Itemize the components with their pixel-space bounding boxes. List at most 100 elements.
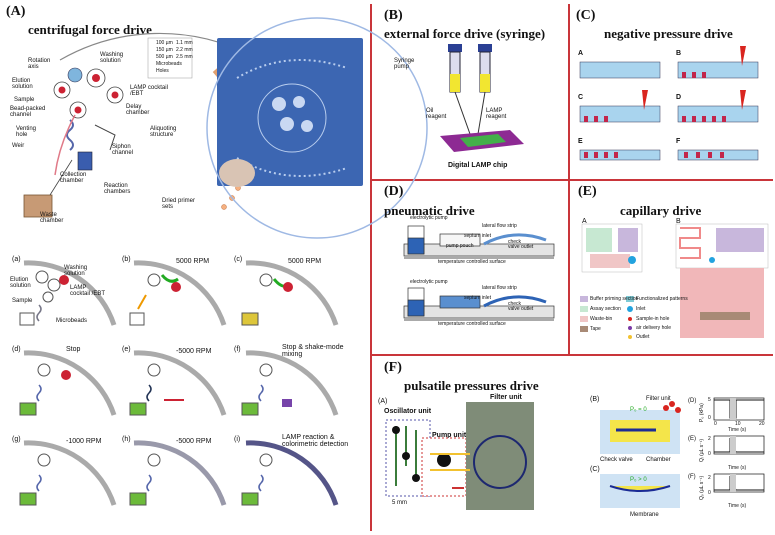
- f-check-valve: Check valve: [600, 457, 633, 463]
- f-p0-pos: P₀ > 0: [630, 477, 647, 483]
- step-a-elution: Elution solution: [10, 277, 31, 289]
- panel-b-title: external force drive (syringe): [384, 26, 546, 41]
- step-b-text: 5000 RPM: [176, 258, 210, 265]
- step-f-graphic: [241, 350, 339, 416]
- e-sub-b: B: [676, 218, 681, 225]
- step-d-graphic: [19, 350, 117, 416]
- f-scale: 5 mm: [392, 500, 407, 506]
- legend-1-1mm: 1.1 mm: [176, 40, 193, 46]
- label-dried: Dried primer sets: [162, 198, 196, 210]
- panel-a-letter: (A): [6, 4, 26, 19]
- c-sub-d: D: [676, 94, 682, 101]
- b-syringe-label: Syringe pump: [394, 58, 415, 70]
- d-surface-1: temperature controlled surface: [438, 259, 506, 265]
- f-plot-d-ybot: 0: [708, 415, 711, 421]
- b-lamp-label: LAMP reagent: [486, 108, 507, 120]
- step-d-text: Stop: [66, 346, 81, 353]
- legend-150um: 150 µm: [156, 47, 173, 53]
- panel-c-title: negative pressure drive: [604, 26, 733, 41]
- f-plot-d-id: (D): [688, 398, 697, 404]
- panel-e-letter: (E): [578, 184, 597, 199]
- f-plot-d-ytop: 5: [708, 397, 711, 403]
- label-venting: Venting hole: [16, 126, 37, 138]
- d-electrolytic-2: electrolytic pump: [410, 279, 448, 285]
- e-legend-air: air delivery hole: [636, 325, 672, 331]
- f-cross-section: [600, 401, 681, 508]
- step-h-graphic: [129, 440, 227, 506]
- divider-h-1: [371, 179, 773, 181]
- f-p0-zero: P₀ = 0: [630, 407, 647, 413]
- e-legend-buffer: Buffer priming section: [590, 296, 639, 302]
- f-chamber: Chamber: [646, 457, 671, 463]
- legend-2-5mm: 2.5 mm: [176, 54, 193, 60]
- e-legend-waste: Waste-bin: [590, 316, 613, 322]
- f-oscillator: Oscillator unit: [384, 408, 432, 415]
- step-d-id: (d): [12, 346, 21, 353]
- c-sub-e: E: [578, 138, 583, 145]
- c-sub-c: C: [578, 94, 584, 101]
- label-bead-channel: Bead-packed channel: [10, 106, 46, 118]
- d-septum-2: septum inlet: [464, 295, 491, 301]
- label-weir: Weir: [12, 143, 25, 149]
- step-i-text: LAMP reaction & colorimetric detection: [282, 434, 349, 448]
- step-c-graphic: [241, 260, 339, 326]
- f-pump-unit: Pump unit: [432, 432, 467, 439]
- step-c-text: 5000 RPM: [288, 258, 322, 265]
- f-filter-unit-2: Filter unit: [646, 396, 671, 402]
- c-sub-f: F: [676, 138, 681, 145]
- label-waste: Waste chamber: [40, 212, 64, 224]
- panel-a-title: centrifugal force drive: [28, 22, 152, 37]
- label-siphon: Siphon channel: [112, 144, 134, 156]
- divider-h-2: [371, 354, 773, 356]
- e-legend-sample-in: Sample-in hole: [636, 316, 670, 322]
- f-sub-b: (B): [590, 396, 600, 403]
- e-legend-assay: Assay section: [590, 306, 621, 312]
- step-a-graphic: [19, 260, 117, 326]
- panel-f-title: pulsatile pressures drive: [404, 378, 539, 393]
- f-sub-a: (A): [378, 398, 388, 405]
- d-lateral-2: lateral flow strip: [482, 285, 517, 291]
- step-c-id: (c): [234, 256, 243, 263]
- f-plot-e-ybot: 0: [708, 451, 711, 457]
- step-g-text: -1000 RPM: [66, 438, 102, 445]
- panel-c-letter: (C): [576, 8, 596, 23]
- panel-e-title: capillary drive: [620, 203, 702, 218]
- label-washing: Washing solution: [100, 52, 124, 64]
- c-sub-a: A: [578, 50, 584, 57]
- panel-e-graphic: [580, 223, 769, 339]
- step-i-graphic: [241, 440, 339, 506]
- d-pouch-1: pump pouch: [446, 243, 474, 249]
- f-plot-d-x20: 20: [759, 421, 765, 427]
- step-i-id: (i): [234, 436, 241, 443]
- legend-500um: 500 µm: [156, 54, 173, 60]
- label-collection: Collection chamber: [60, 172, 87, 184]
- f-plot-f-xlabel: Time (s): [728, 503, 747, 509]
- e-sub-a: A: [582, 218, 587, 225]
- panel-f-letter: (F): [384, 360, 402, 375]
- f-plot-f-ytop: 2: [708, 475, 711, 481]
- step-a-washing: Washing solution: [64, 265, 88, 277]
- panel-d-graphic: [403, 225, 555, 321]
- e-legend-outlet: Outlet: [636, 334, 650, 340]
- step-a-microbeads: Microbeads: [56, 318, 88, 324]
- step-g-graphic: [19, 440, 117, 506]
- divider-v-top: [568, 4, 570, 180]
- f-scale-photo: 5 mm: [530, 404, 549, 411]
- panel-d-title: pneumatic drive: [384, 203, 475, 218]
- step-a-id: (a): [12, 256, 21, 263]
- step-g-id: (g): [12, 436, 21, 443]
- step-a-sample: Sample: [12, 298, 33, 304]
- step-a-lamp: LAMP cocktail /EBT: [70, 285, 106, 297]
- f-plot-d-ylabel: P₀ (kPa): [699, 403, 705, 422]
- f-plot-d-x10: 10: [735, 421, 741, 427]
- label-rotation-axis: Rotation axis: [28, 58, 51, 70]
- b-chip-label: Digital LAMP chip: [448, 162, 508, 169]
- d-surface-2: temperature controlled surface: [438, 321, 506, 327]
- e-legend-inlet: Inlet: [636, 306, 646, 312]
- f-membrane: Membrane: [630, 512, 659, 518]
- d-lateral-1: lateral flow strip: [482, 223, 517, 229]
- e-legend-functionalized: Functionalized patterns: [636, 296, 688, 302]
- e-legend-tape: Tape: [590, 326, 601, 332]
- c-sub-b: B: [676, 50, 682, 57]
- step-h-text: -5000 RPM: [176, 438, 212, 445]
